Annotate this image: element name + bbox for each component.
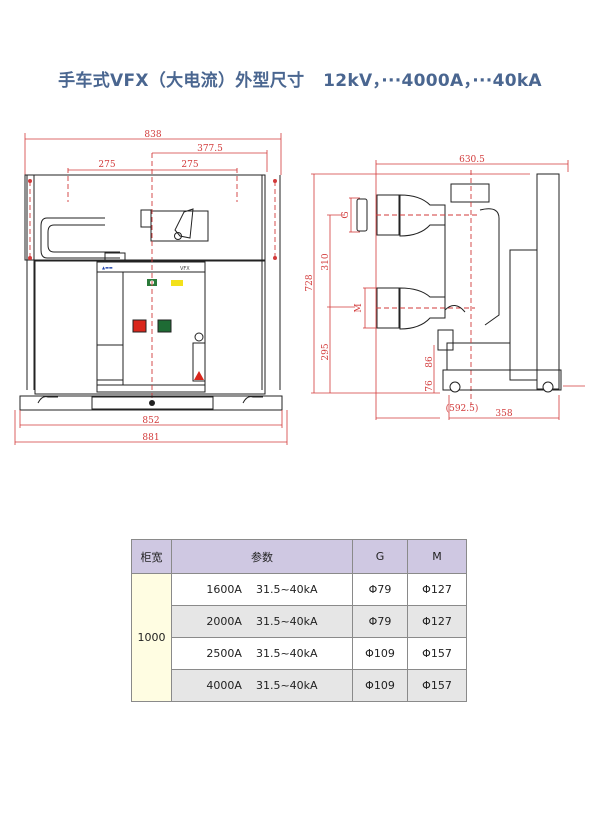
- dim-728: 728: [305, 274, 315, 291]
- param-cell: 1600A 31.5~40kA: [171, 573, 353, 606]
- dim-76: 76: [425, 380, 435, 392]
- breaking: 31.5~40kA: [255, 679, 318, 692]
- param-cell: 2000A 31.5~40kA: [171, 605, 353, 638]
- dim-630-5: 630.5: [459, 155, 485, 165]
- svg-text:▲▬▬: ▲▬▬: [102, 265, 113, 270]
- dim-881: 881: [142, 433, 159, 443]
- dim-295: 295: [321, 343, 331, 360]
- g-cell: Φ109: [352, 669, 408, 702]
- breaking: 31.5~40kA: [255, 647, 318, 660]
- g-cell: Φ109: [352, 637, 408, 670]
- dim-275-left: 275: [98, 160, 115, 170]
- table-row: 2500A 31.5~40kA Φ109 Φ157: [132, 637, 467, 670]
- header-m: M: [407, 539, 467, 574]
- g-cell: Φ79: [352, 573, 408, 606]
- dim-86: 86: [425, 356, 435, 368]
- m-cell: Φ127: [407, 573, 467, 606]
- front-view: 838 377.5 275 275 ▲▬▬ VFX: [14, 130, 288, 445]
- dim-358: 358: [495, 409, 512, 419]
- m-cell: Φ157: [407, 637, 467, 670]
- m-cell: Φ127: [407, 605, 467, 638]
- breaking: 31.5~40kA: [255, 583, 318, 596]
- current: 1600A: [206, 583, 242, 596]
- side-view: 630.5 728 310 295 G M 86 76: [305, 155, 585, 420]
- table-header: 柜宽 参数 G M: [131, 539, 467, 574]
- table-row: 4000A 31.5~40kA Φ109 Φ157: [132, 669, 467, 702]
- current: 2500A: [206, 647, 242, 660]
- breaking: 31.5~40kA: [255, 615, 318, 628]
- label-m: M: [354, 303, 364, 312]
- current: 4000A: [206, 679, 242, 692]
- cabinet-width-cell: 1000: [131, 573, 172, 702]
- dimension-drawings: 838 377.5 275 275 ▲▬▬ VFX: [14, 130, 585, 445]
- dim-838: 838: [144, 130, 161, 140]
- panel-label: VFX: [180, 266, 190, 272]
- g-cell: Φ79: [352, 605, 408, 638]
- table-row: 2000A 31.5~40kA Φ79 Φ127: [132, 605, 467, 638]
- current: 2000A: [206, 615, 242, 628]
- param-cell: 2500A 31.5~40kA: [171, 637, 353, 670]
- label-g: G: [341, 211, 351, 218]
- dim-275-right: 275: [181, 160, 198, 170]
- m-cell: Φ157: [407, 669, 467, 702]
- header-parameters: 参数: [171, 539, 353, 574]
- table-row: 1000 1600A 31.5~40kA Φ79 Φ127: [131, 573, 467, 702]
- header-cabinet-width: 柜宽: [131, 539, 172, 574]
- dim-852: 852: [142, 416, 159, 426]
- page-title: 手车式VFX（大电流）外型尺寸 12kV，···4000A，···40kA: [58, 71, 542, 91]
- dim-377-5: 377.5: [197, 144, 223, 154]
- spec-table: 柜宽 参数 G M 1000 1600A 31.5~40kA Φ79 Φ127 …: [131, 539, 467, 702]
- param-cell: 4000A 31.5~40kA: [171, 669, 353, 702]
- dim-592-5: (592.5): [446, 403, 479, 414]
- dim-310: 310: [321, 253, 331, 270]
- header-g: G: [352, 539, 408, 574]
